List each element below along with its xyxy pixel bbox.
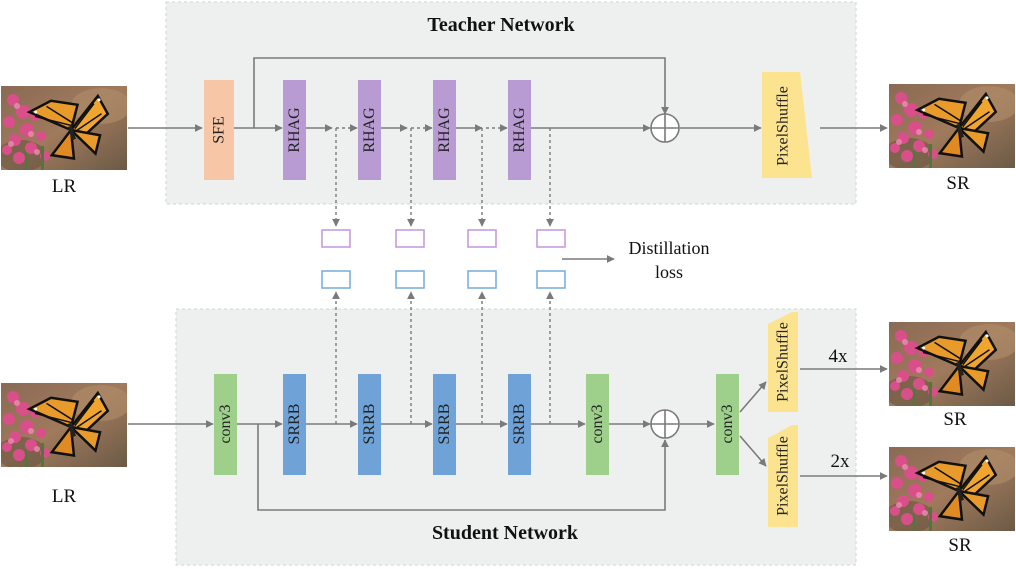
teacher-feature-box-2 (395, 229, 425, 248)
student-title: Student Network (432, 522, 579, 544)
srrb-label-4: SRRB (511, 404, 528, 445)
lr-teacher-label: LR (52, 176, 77, 197)
teacher-pixelshuffle-label: PixelShuffle (775, 86, 792, 166)
srrb-block-3 (433, 374, 456, 475)
lr-student-label: LR (52, 486, 77, 507)
srrb-label-1: SRRB (286, 404, 303, 445)
rhag-block-4 (508, 80, 531, 180)
student-feature-box-1 (321, 270, 351, 289)
teacher-pixelshuffle-block (762, 72, 812, 178)
conv-mid-label: conv3 (589, 404, 606, 443)
student-feature-box-2 (395, 270, 425, 289)
rhag-block-1 (283, 80, 306, 180)
rhag-label-4: RHAG (511, 107, 528, 153)
conv-mid-block (586, 374, 609, 475)
lr-student-image (1, 383, 127, 467)
student-pixelshuffle-bottom-block (768, 425, 798, 527)
srrb-block-2 (358, 374, 381, 475)
student-connectors (128, 365, 888, 511)
student-pixelshuffle-top-block (768, 312, 798, 412)
teacher-title: Teacher Network (427, 14, 575, 36)
rhag-label-1: RHAG (286, 107, 303, 153)
scale-4x-label: 4x (829, 346, 849, 367)
sfe-block (204, 80, 234, 180)
sfe-label: SFE (211, 116, 228, 144)
teacher-feature-box-1 (321, 229, 351, 248)
sr-teacher-label: SR (946, 173, 970, 194)
distillation-label-line1: Distillation (629, 238, 710, 258)
sr-student-top-image (889, 322, 1015, 406)
rhag-label-3: RHAG (436, 107, 453, 153)
srrb-label-3: SRRB (436, 404, 453, 445)
student-pixelshuffle-bottom-label: PixelShuffle (775, 436, 792, 516)
conv-out-label: conv3 (719, 404, 736, 443)
sr-student-top-label: SR (943, 409, 967, 430)
teacher-feature-box-4 (536, 229, 566, 248)
teacher-connectors (128, 57, 888, 132)
student-pixelshuffle-top-label: PixelShuffle (775, 322, 792, 402)
conv-in-label: conv3 (217, 404, 234, 443)
conv-in-block (214, 374, 237, 475)
rhag-block-3 (433, 80, 456, 180)
srrb-label-2: SRRB (361, 404, 378, 445)
rhag-label-2: RHAG (361, 107, 378, 153)
teacher-add-node (650, 113, 680, 143)
sr-teacher-image (889, 84, 1015, 168)
rhag-block-2 (358, 80, 381, 180)
sr-student-bottom-label: SR (948, 535, 972, 556)
distillation-taps (332, 128, 554, 424)
srrb-block-1 (283, 374, 306, 475)
scale-2x-label: 2x (831, 451, 851, 472)
srrb-block-4 (508, 374, 531, 475)
student-feature-box-3 (467, 270, 497, 289)
student-add-node (650, 409, 680, 439)
conv-out-block (716, 374, 739, 475)
lr-teacher-image (1, 86, 127, 170)
sr-student-bottom-image (889, 447, 1015, 531)
distillation-label-line2: loss (655, 262, 683, 282)
student-feature-box-4 (536, 270, 566, 289)
teacher-feature-box-3 (467, 229, 497, 248)
